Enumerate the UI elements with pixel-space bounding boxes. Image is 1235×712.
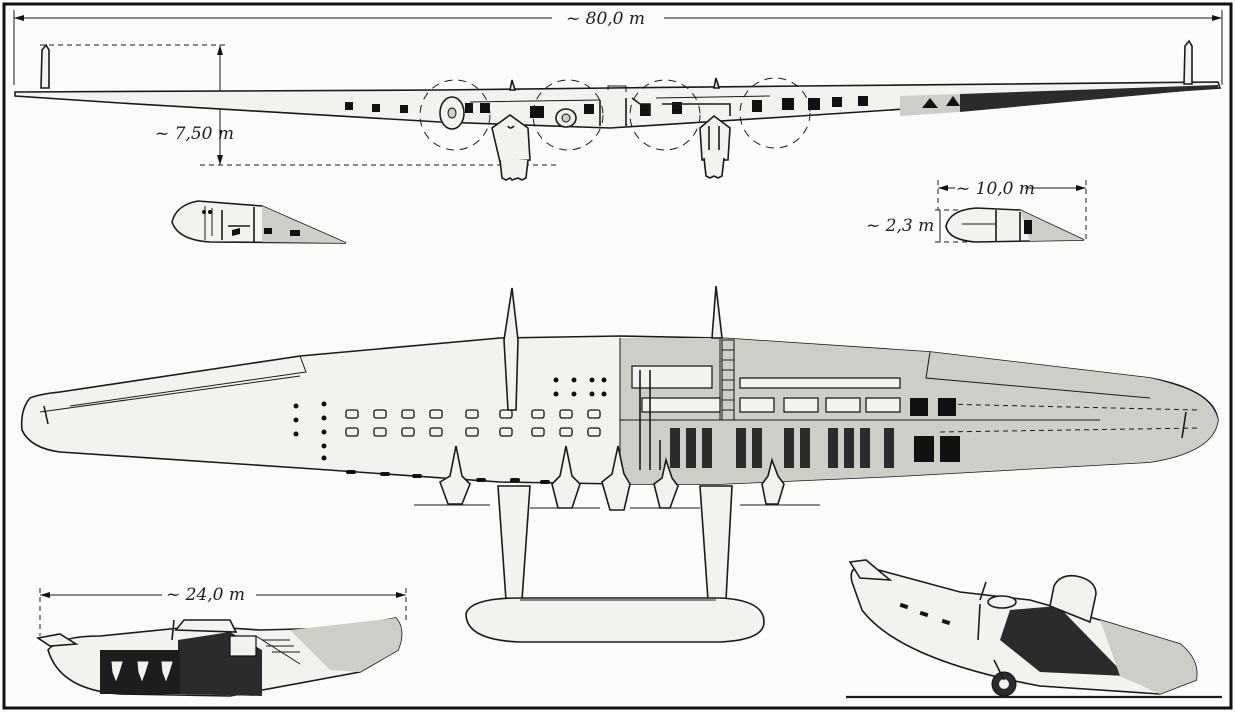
- wing-section-icon: [171, 200, 347, 244]
- hull-side-view-icon: ~ 24,0 m: [35, 584, 407, 697]
- span-label: ~ 80,0 m: [566, 9, 645, 29]
- root-thickness-label: ~ 2,3 m: [866, 216, 934, 236]
- aircraft-perspective-icon: [846, 559, 1222, 699]
- aircraft-plan-view-icon: [20, 285, 1219, 643]
- aircraft-front-view-icon: ~ 7,50 m: [14, 39, 1222, 181]
- wing-root-section-icon: ~ 10,0 m ~ 2,3 m: [866, 178, 1087, 243]
- root-chord-label: ~ 10,0 m: [956, 179, 1035, 199]
- span-dimension: ~ 80,0 m: [13, 8, 1223, 85]
- hull-length-label: ~ 24,0 m: [166, 585, 245, 605]
- height-label: ~ 7,50 m: [155, 124, 234, 144]
